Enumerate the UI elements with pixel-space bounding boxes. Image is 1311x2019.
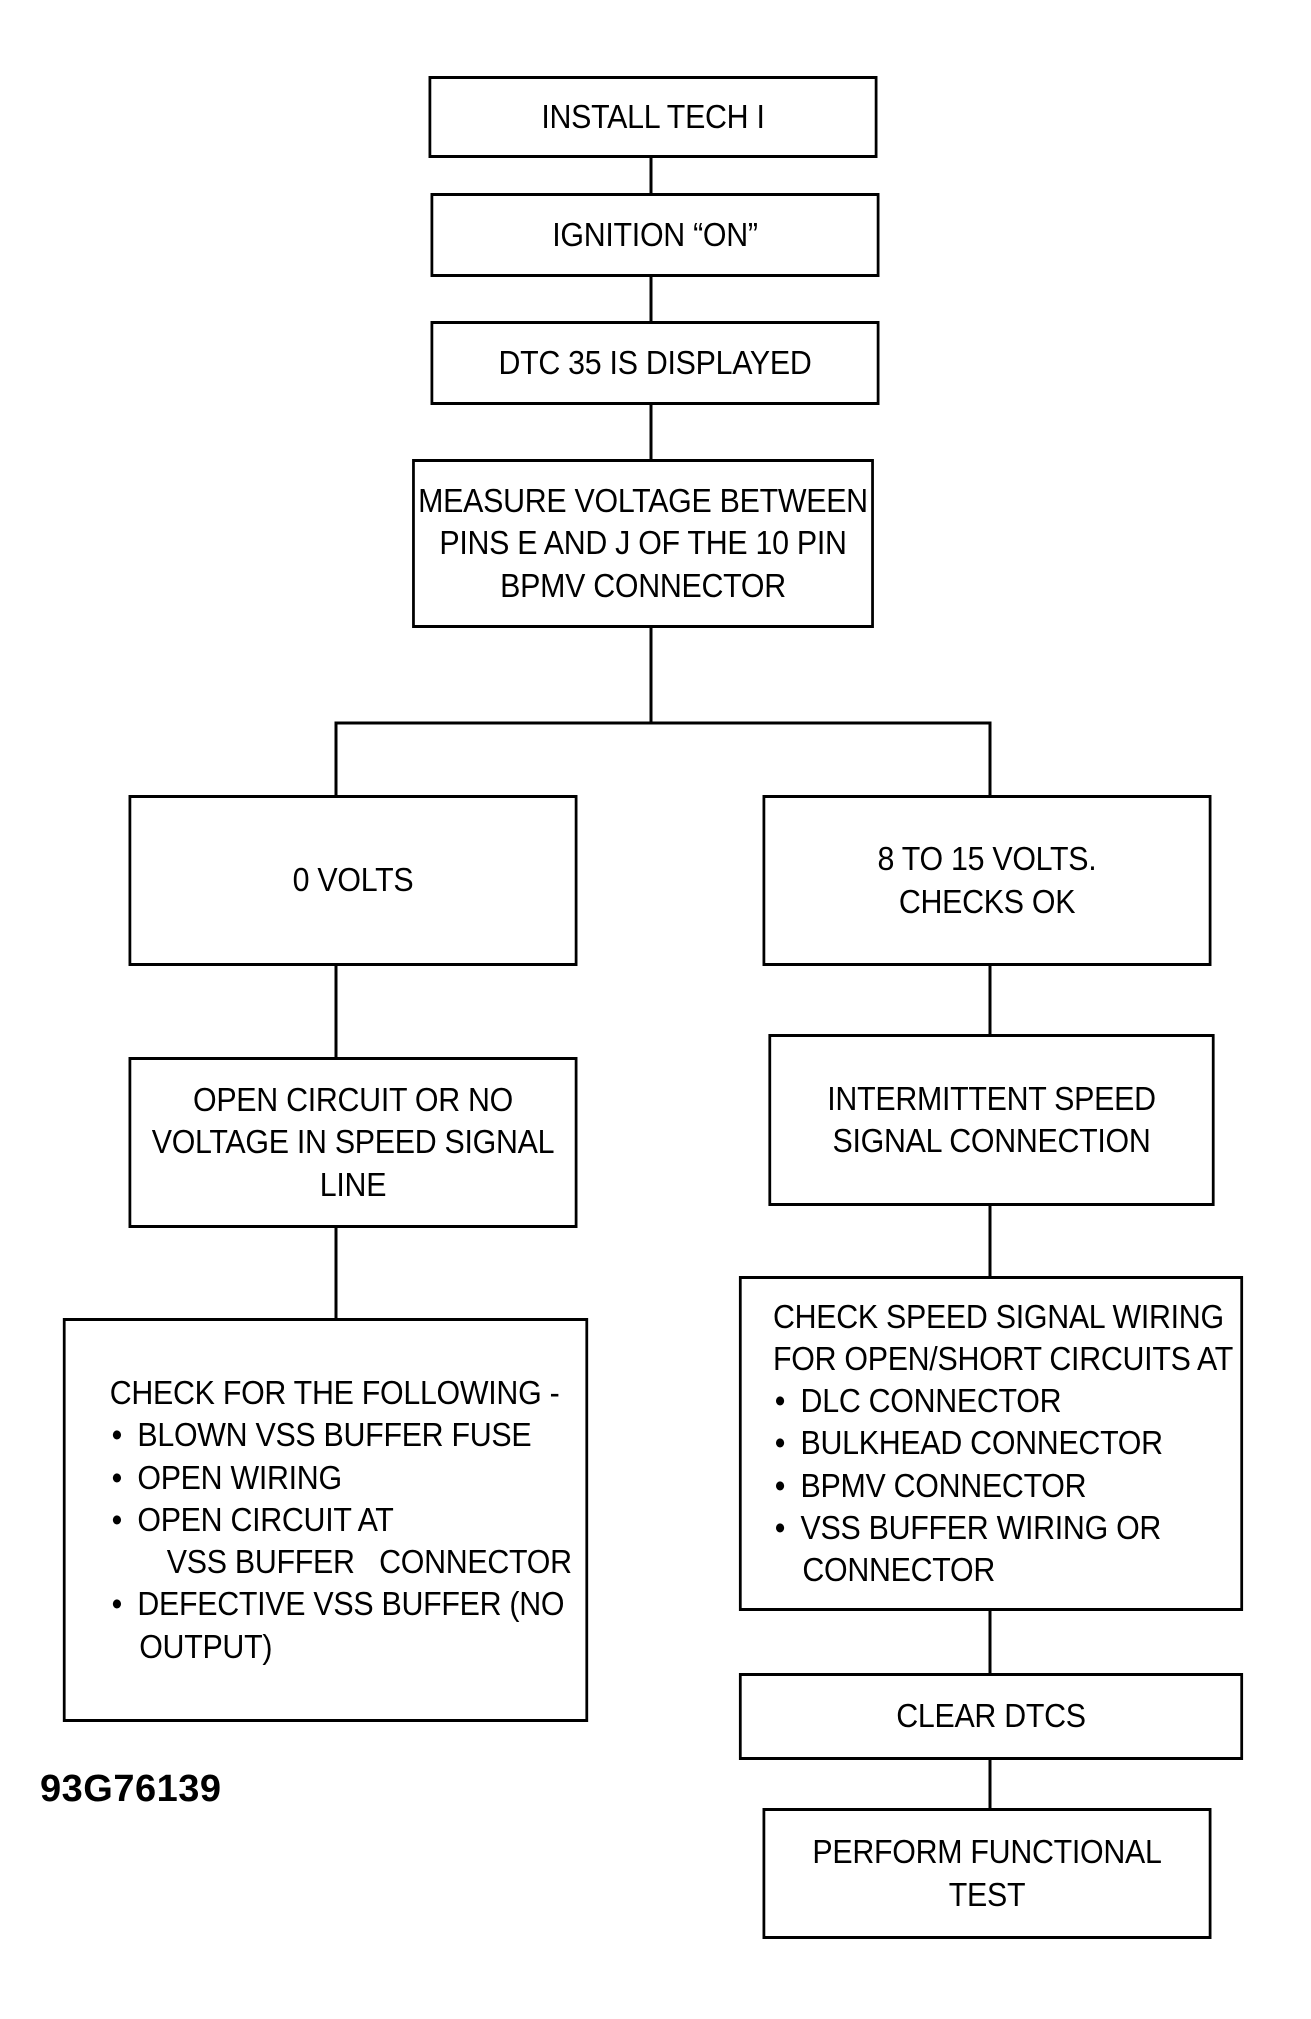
- functional-test-line: TEST: [948, 1875, 1026, 1913]
- functional-test-line: PERFORM FUNCTIONAL: [812, 1833, 1162, 1871]
- open-circuit-line: LINE: [319, 1165, 387, 1203]
- intermittent-line: SIGNAL CONNECTION: [832, 1122, 1151, 1159]
- measure-voltage-line: BPMV CONNECTOR: [500, 566, 786, 604]
- check-following-list: CHECK FOR THE FOLLOWING - BLOWN VSS BUFF…: [110, 1372, 572, 1668]
- clear-dtcs-box: CLEAR DTCS: [738, 1673, 1244, 1760]
- connector-split: [334, 721, 992, 795]
- check-wiring-list: CHECK SPEED SIGNAL WIRING FOR OPEN/SHORT…: [773, 1296, 1233, 1592]
- ignition-on-box: IGNITION “ON”: [430, 193, 880, 277]
- intermittent-box: INTERMITTENT SPEED SIGNAL CONNECTION: [768, 1034, 1215, 1206]
- ignition-on-label: IGNITION “ON”: [552, 215, 758, 253]
- check-wiring-heading: CHECK SPEED SIGNAL WIRING: [772, 1297, 1224, 1335]
- install-tech-box: INSTALL TECH I: [428, 76, 878, 158]
- install-tech-label: INSTALL TECH I: [541, 97, 765, 135]
- intermittent-line: INTERMITTENT SPEED: [827, 1079, 1156, 1117]
- clear-dtcs-label: CLEAR DTCS: [896, 1697, 1086, 1735]
- check-following-box: CHECK FOR THE FOLLOWING - BLOWN VSS BUFF…: [62, 1318, 589, 1722]
- figure-id: 93G76139: [40, 1768, 222, 1810]
- functional-test-box: PERFORM FUNCTIONAL TEST: [762, 1808, 1212, 1939]
- list-item: BPMV CONNECTOR: [773, 1465, 1233, 1507]
- open-circuit-box: OPEN CIRCUIT OR NO VOLTAGE IN SPEED SIGN…: [128, 1057, 578, 1228]
- measure-voltage-line: MEASURE VOLTAGE BETWEEN: [418, 482, 868, 520]
- open-circuit-line: VOLTAGE IN SPEED SIGNAL: [151, 1123, 555, 1161]
- volts-ok-box: 8 TO 15 VOLTS. CHECKS OK: [762, 795, 1212, 966]
- volts-ok-line: CHECKS OK: [898, 882, 1076, 920]
- list-item: OPEN WIRING: [110, 1457, 572, 1499]
- list-item: VSS BUFFER WIRING OR: [773, 1507, 1233, 1549]
- check-wiring-box: CHECK SPEED SIGNAL WIRING FOR OPEN/SHORT…: [738, 1276, 1244, 1611]
- dtc-displayed-label: DTC 35 IS DISPLAYED: [498, 343, 812, 381]
- volts-ok-line: 8 TO 15 VOLTS.: [877, 840, 1097, 878]
- list-item: BULKHEAD CONNECTOR: [773, 1422, 1233, 1464]
- dtc-displayed-box: DTC 35 IS DISPLAYED: [430, 321, 880, 405]
- zero-volts-box: 0 VOLTS: [128, 795, 578, 966]
- zero-volts-label: 0 VOLTS: [292, 861, 414, 899]
- list-item-continuation: VSS BUFFER CONNECTOR: [166, 1543, 572, 1581]
- measure-voltage-box: MEASURE VOLTAGE BETWEEN PINS E AND J OF …: [412, 459, 874, 628]
- list-item: DLC CONNECTOR: [773, 1380, 1233, 1422]
- check-wiring-heading: FOR OPEN/SHORT CIRCUITS AT: [772, 1339, 1234, 1377]
- list-item: OPEN CIRCUIT AT: [110, 1499, 572, 1541]
- list-item-continuation: CONNECTOR: [802, 1551, 996, 1589]
- list-item: BLOWN VSS BUFFER FUSE: [110, 1414, 572, 1456]
- measure-voltage-line: PINS E AND J OF THE 10 PIN: [439, 524, 847, 562]
- list-item: DEFECTIVE VSS BUFFER (NO: [110, 1583, 572, 1625]
- check-following-heading: CHECK FOR THE FOLLOWING -: [109, 1374, 560, 1412]
- list-item-continuation: OUTPUT): [139, 1627, 273, 1665]
- open-circuit-line: OPEN CIRCUIT OR NO: [192, 1081, 514, 1119]
